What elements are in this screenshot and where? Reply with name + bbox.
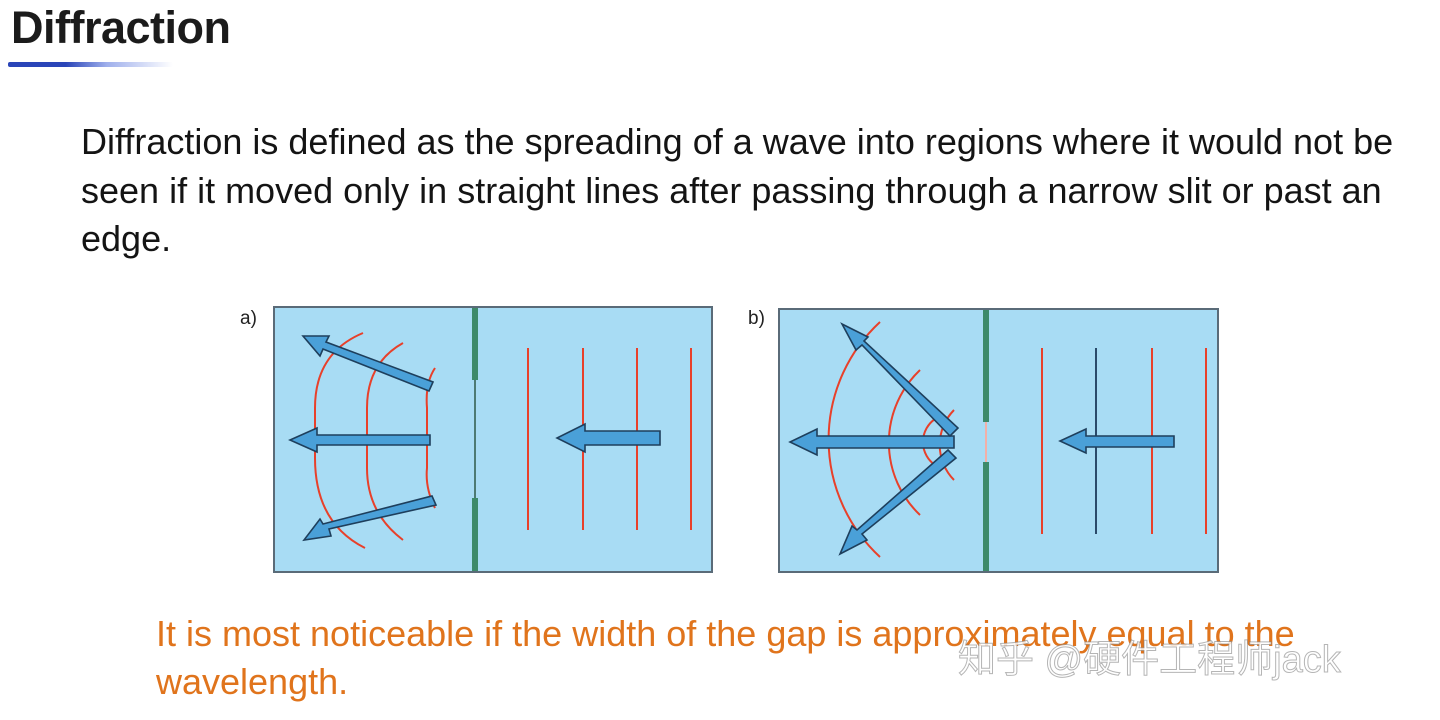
slide-title: Diffraction — [11, 2, 231, 53]
diagram-a-svg — [288, 308, 692, 571]
title-underline — [8, 62, 173, 67]
diagram-b-svg — [788, 310, 1207, 571]
straight-arrow — [788, 427, 955, 457]
straight-arrow — [288, 426, 431, 454]
upper-spread-arrow — [840, 322, 960, 438]
upper-spread-arrow — [301, 335, 435, 393]
lower-spread-arrow — [838, 448, 958, 556]
watermark: 知乎 @硬件工程师jack — [958, 639, 1342, 682]
incoming-arrow — [1058, 427, 1175, 455]
diagram-panel-a — [273, 306, 713, 573]
panel-a-label: a) — [240, 308, 257, 329]
panel-b-label: b) — [748, 308, 765, 329]
definition-text: Diffraction is defined as the spreading … — [81, 121, 1394, 259]
lower-spread-arrow — [302, 495, 438, 542]
note-text: It is most noticeable if the width of th… — [156, 613, 1295, 702]
incoming-arrow — [555, 422, 661, 454]
diagram-panel-b — [778, 308, 1219, 573]
